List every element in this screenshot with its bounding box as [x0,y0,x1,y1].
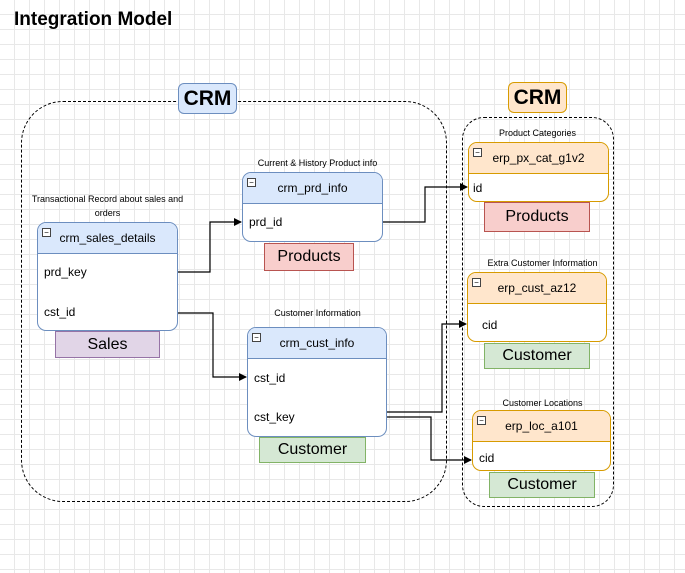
field-cst-id: cst_id [254,371,286,385]
table-header: erp_loc_a101 [473,411,610,442]
products-tag: Products [484,202,590,232]
sales-tag: Sales [55,331,160,358]
prd-caption: Current & History Product info [257,158,378,168]
erp-px-cat-g1v2-table[interactable]: erp_px_cat_g1v2 − id [468,142,609,202]
field-cst-id: cst_id [44,305,76,319]
field-cid: cid [482,318,498,332]
field-cid: cid [479,451,495,465]
table-header: erp_cust_az12 [468,273,606,304]
px-cat-caption: Product Categories [498,128,577,138]
connector-cst-id-to-cust [178,312,247,381]
field-cst-key: cst_key [254,410,295,424]
table-header: crm_prd_info [243,173,382,204]
diagram-title: Integration Model [14,9,173,30]
collapse-icon[interactable]: − [42,228,51,237]
collapse-icon[interactable]: − [473,148,482,157]
crm-sales-details-table[interactable]: crm_sales_details − prd_key cst_id [37,222,178,331]
erp-group-container [462,117,614,507]
table-header: crm_sales_details [38,223,177,254]
connector-prd-id-to-px-cat [383,183,468,223]
customer-tag: Customer [259,437,366,463]
table-header: crm_cust_info [248,328,386,359]
customer-tag: Customer [484,343,590,369]
collapse-icon[interactable]: − [247,178,256,187]
connector-cust-to-loc [387,416,472,464]
connector-cust-to-cust-az [387,320,467,413]
cust-az-caption: Extra Customer Information [487,258,598,268]
erp-group-label: CRM [508,82,567,113]
field-prd-id: prd_id [249,215,283,229]
loc-caption: Customer Locations [502,398,583,408]
products-tag: Products [264,243,354,271]
crm-prd-info-table[interactable]: crm_prd_info − prd_id [242,172,383,242]
field-id: id [473,181,483,195]
collapse-icon[interactable]: − [477,416,486,425]
cust-caption: Customer Information [274,308,361,318]
connector-prd-key-to-prd-id [178,218,242,273]
collapse-icon[interactable]: − [252,333,261,342]
erp-cust-az12-table[interactable]: erp_cust_az12 − cid [467,272,607,342]
erp-loc-a101-table[interactable]: erp_loc_a101 − cid [472,410,611,471]
field-prd-key: prd_key [44,265,87,279]
crm-cust-info-table[interactable]: crm_cust_info − cst_id cst_key [247,327,387,437]
table-header: erp_px_cat_g1v2 [469,143,608,174]
crm-group-label: CRM [178,83,237,114]
sales-caption: Transactional Record about sales and ord… [31,194,184,218]
collapse-icon[interactable]: − [472,278,481,287]
customer-tag: Customer [489,472,595,498]
